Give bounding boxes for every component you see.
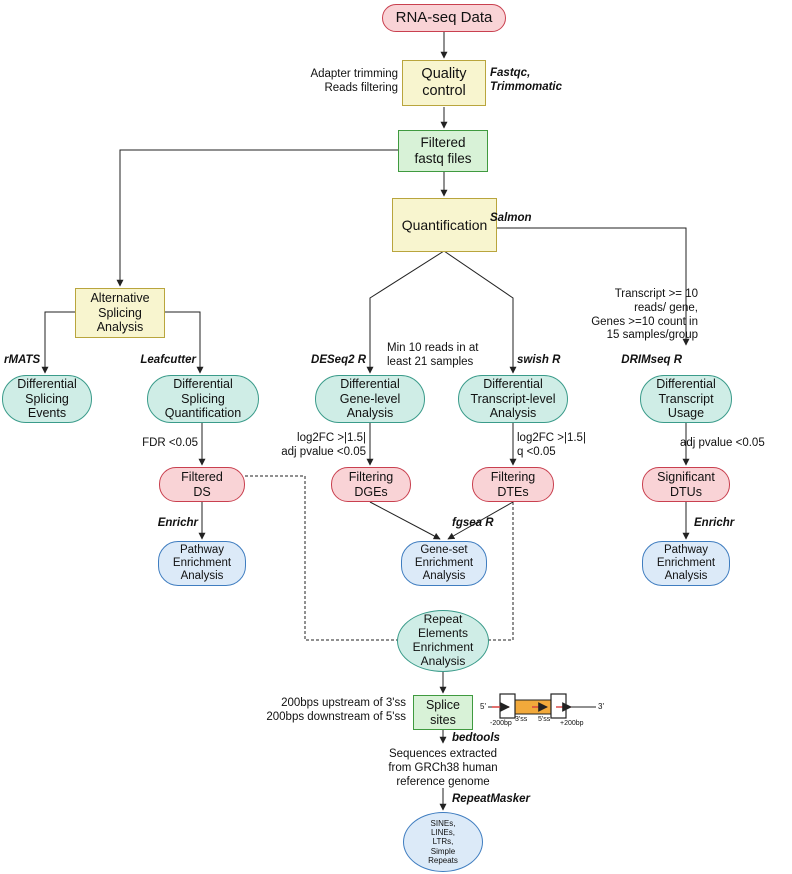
node-quality-control: Quality control (402, 60, 486, 106)
tool-drimseq: DRIMseq R (621, 354, 682, 366)
tool-swish: swish R (517, 354, 561, 366)
schematic-label-plus200: +200bp (560, 720, 584, 727)
label-adj-pvalue: adj pvalue <0.05 (680, 437, 765, 449)
node-filtering-dtes: Filtering DTEs (472, 467, 554, 502)
node-pathway-enrichment-right: Pathway Enrichment Analysis (642, 541, 730, 586)
node-splice-sites: Splice sites (413, 695, 473, 730)
label-min-reads: Min 10 reads in at least 21 samples (387, 342, 479, 368)
label-fdr: FDR <0.05 (142, 437, 198, 449)
tool-enrichr-right: Enrichr (694, 517, 735, 529)
schematic-label-minus200: -200bp (490, 720, 512, 727)
node-quantification: Quantification (392, 198, 497, 252)
tool-repeatmasker: RepeatMasker (452, 793, 530, 805)
tool-deseq2: DESeq2 R (311, 354, 366, 366)
tool-salmon: Salmon (490, 212, 532, 224)
node-filtered-fastq: Filtered fastq files (398, 130, 488, 172)
node-filtering-dges: Filtering DGEs (331, 467, 411, 502)
node-filtered-ds: Filtered DS (159, 467, 245, 502)
schematic-box-right (550, 693, 567, 719)
tool-leafcutter: Leafcutter (140, 354, 196, 366)
schematic-label-5prime: 5' (480, 702, 486, 711)
node-diff-splicing-quant: Differential Splicing Quantification (147, 375, 259, 423)
edge-dtes-geneset (447, 501, 514, 540)
edge-alt-quant (165, 311, 204, 374)
label-sequences: Sequences extracted from GRCh38 human re… (388, 748, 498, 788)
node-diff-transcript-usage: Differential Transcript Usage (640, 375, 732, 423)
node-diff-transcript-level: Differential Transcript-level Analysis (458, 375, 568, 423)
node-diff-splicing-events: Differential Splicing Events (2, 375, 92, 423)
tool-fastqc: Fastqc, Trimmomatic (490, 67, 563, 93)
node-significant-dtus: Significant DTUs (642, 467, 730, 502)
edge-fastq-altsplicing (116, 149, 398, 287)
label-adapter-trimming: Adapter trimming Reads filtering (310, 68, 398, 94)
tool-enrichr-left: Enrichr (157, 517, 198, 529)
node-pathway-enrichment-left: Pathway Enrichment Analysis (158, 541, 246, 586)
tool-bedtools: bedtools (452, 732, 500, 744)
tool-rmats: rMATS (4, 354, 41, 366)
tool-fgsea: fgsea R (452, 517, 494, 529)
edge-quant-transcript (443, 250, 517, 374)
node-repeats-circle: SINEs, LINEs, LTRs, Simple Repeats (403, 812, 483, 872)
node-diff-gene-level: Differential Gene-level Analysis (315, 375, 425, 423)
edge-alt-events (41, 311, 75, 374)
label-transcript-filter: Transcript >= 10 reads/ gene, Genes >=10… (591, 288, 698, 342)
edge-dtes-repeat-dotted (488, 502, 514, 641)
edge-quant-gene (366, 250, 445, 374)
node-rnaseq-data: RNA-seq Data (382, 4, 506, 32)
splice-schematic (488, 693, 596, 719)
node-repeat-elements: Repeat Elements Enrichment Analysis (397, 610, 489, 672)
label-bps: 200bps upstream of 3'ss 200bps downstrea… (266, 697, 406, 723)
schematic-label-3prime: 3' (598, 702, 604, 711)
label-log2fc-gene: log2FC >|1.5| adj pvalue <0.05 (281, 432, 366, 458)
schematic-label-3ss: 3'ss (515, 716, 528, 723)
label-log2fc-transcript: log2FC >|1.5| q <0.05 (517, 432, 586, 458)
node-geneset-enrichment: Gene-set Enrichment Analysis (401, 541, 487, 586)
edge-quant-usage (497, 227, 690, 346)
edge-dges-geneset (369, 501, 441, 540)
node-alternative-splicing: Alternative Splicing Analysis (75, 288, 165, 338)
schematic-box-left (499, 693, 516, 719)
edge-ds-repeat-dotted (245, 475, 398, 641)
schematic-label-5ss: 5'ss (538, 716, 551, 723)
